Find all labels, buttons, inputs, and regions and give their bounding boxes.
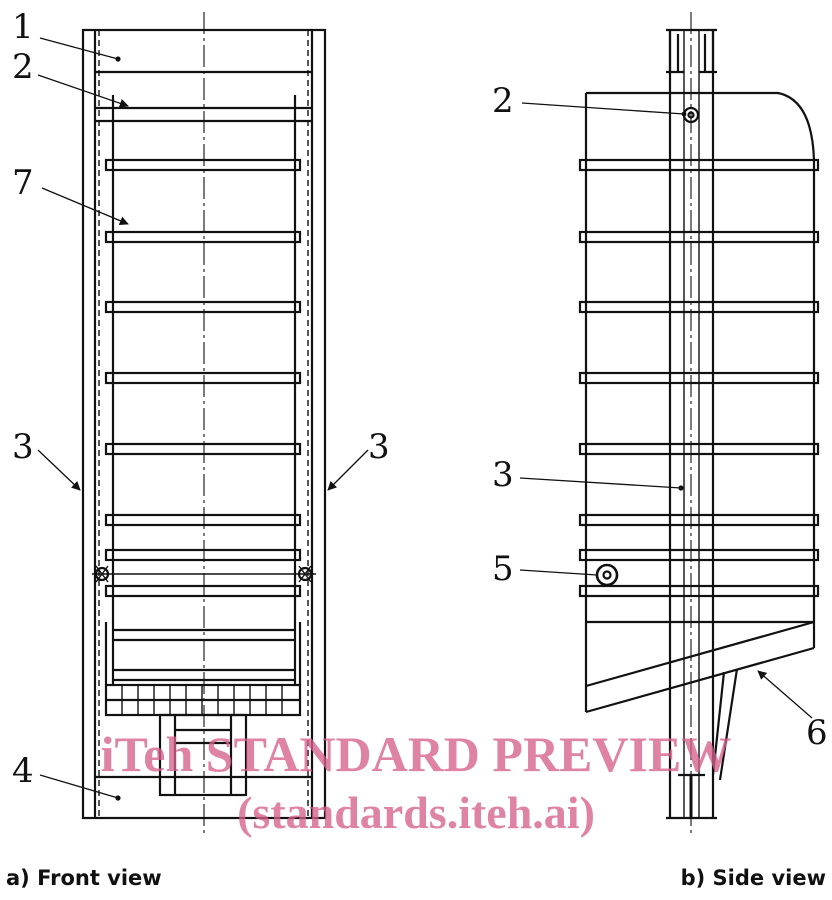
side-cage-outline xyxy=(586,91,816,161)
side-sloped-plate-upper xyxy=(585,620,815,688)
callout-7: 7 xyxy=(12,163,34,203)
watermark-url: (standards.iteh.ai) xyxy=(237,787,595,838)
caption-side-view: b) Side view xyxy=(680,866,826,890)
callout-3-left: 3 xyxy=(12,427,34,467)
side-rung-7 xyxy=(578,548,820,562)
side-rung-4 xyxy=(578,371,820,385)
front-pivot-right xyxy=(297,566,313,582)
side-rung-2 xyxy=(578,230,820,244)
side-strut-1 xyxy=(711,671,726,776)
side-leaders xyxy=(519,102,813,719)
front-pivot-left xyxy=(94,566,110,582)
callout-2-front: 2 xyxy=(12,47,34,87)
leader-3-left xyxy=(37,449,81,491)
front-rung-1 xyxy=(104,158,302,172)
callout-5: 5 xyxy=(492,549,514,589)
front-rung-7 xyxy=(104,548,302,562)
callout-3-side: 3 xyxy=(492,455,514,495)
front-rung-8 xyxy=(104,584,302,598)
leader-3-side xyxy=(519,477,682,489)
callout-2-side: 2 xyxy=(492,81,514,121)
side-pin-2-inner xyxy=(687,111,695,119)
callout-3-right: 3 xyxy=(368,427,390,467)
side-top-cap-left xyxy=(666,30,684,74)
leader-1 xyxy=(39,37,119,60)
front-view xyxy=(81,12,327,836)
leader-2-front xyxy=(37,74,129,108)
side-rung-1 xyxy=(578,158,820,172)
caption-front-view: a) Front view xyxy=(6,866,162,890)
side-sloped-plate-lower xyxy=(585,646,815,714)
callout-6: 6 xyxy=(806,713,828,753)
front-rung-3 xyxy=(104,300,302,314)
leader-7 xyxy=(41,187,129,226)
callout-4: 4 xyxy=(12,751,34,791)
side-view xyxy=(578,12,820,836)
side-rung-6 xyxy=(578,513,820,527)
front-rung-5 xyxy=(104,442,302,456)
leader-2-side xyxy=(521,102,685,115)
front-rung-6 xyxy=(104,513,302,527)
leader-5 xyxy=(519,569,598,576)
callout-1: 1 xyxy=(12,7,34,47)
front-support-column xyxy=(158,713,248,797)
side-rung-8 xyxy=(578,584,820,598)
side-pivot-5-inner xyxy=(602,570,612,580)
side-strut-2 xyxy=(718,668,739,781)
front-rung-2 xyxy=(104,230,302,244)
side-top-cap-right xyxy=(699,30,717,74)
watermark-title: iTeh STANDARD PREVIEW xyxy=(100,726,732,782)
side-pivot-5-outer xyxy=(595,563,619,587)
leader-6 xyxy=(757,670,813,719)
front-rung-4 xyxy=(104,371,302,385)
side-rung-3 xyxy=(578,300,820,314)
front-leaders xyxy=(37,37,369,801)
leader-3-right xyxy=(327,449,369,491)
side-rung-5 xyxy=(578,442,820,456)
leader-4 xyxy=(39,774,119,799)
